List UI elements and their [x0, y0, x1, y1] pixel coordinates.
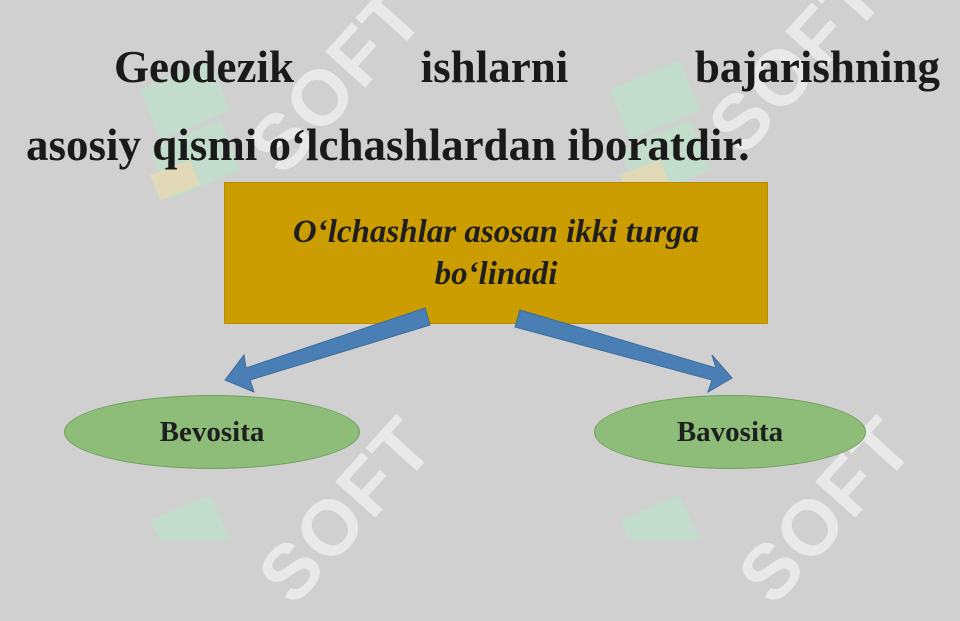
arrow-left [224, 307, 431, 393]
heading-word: ishlarni [420, 42, 569, 92]
heading-word: bajarishning [694, 42, 940, 92]
arrow-right [514, 309, 733, 394]
branch-label: Bevosita [159, 415, 265, 448]
main-box: O‘lchashlar asosan ikki turga bo‘linadi [224, 182, 768, 324]
branch-oval-right: Bavosita [594, 395, 866, 469]
slide-heading: Geodezik ishlarni bajarishning asosiy qi… [26, 28, 940, 184]
heading-word: Geodezik [114, 42, 294, 92]
branch-label: Bavosita [676, 415, 784, 448]
slide: SOFT SOFT SOFT SOFT Geodezik ishlarni ba… [26, 0, 940, 620]
branch-oval-left: Bevosita [64, 395, 360, 469]
main-box-text: O‘lchashlar asosan ikki turga bo‘linadi [292, 214, 700, 292]
heading-line-2: asosiy qismi o‘lchashlardan iboratdir. [26, 120, 750, 170]
heading-line-1: Geodezik ishlarni bajarishning [26, 28, 940, 106]
arrows [224, 307, 733, 394]
